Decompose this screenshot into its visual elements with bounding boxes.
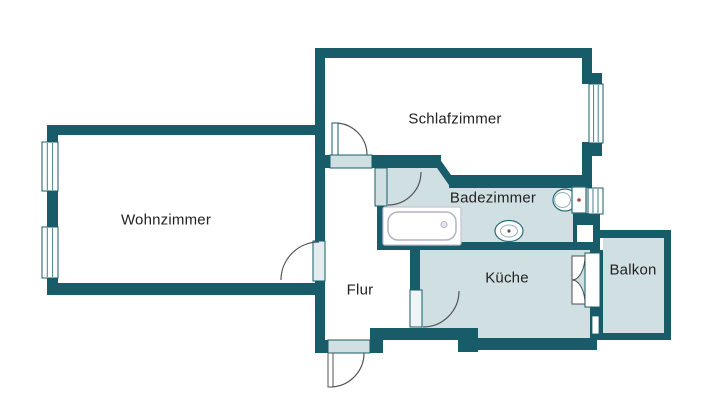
badezimmer-door-arc: [387, 171, 422, 206]
room-label-flur: Flur: [346, 281, 374, 299]
windows: [41, 83, 604, 335]
room-label-schlafzimmer: Schlafzimmer: [408, 110, 502, 128]
wall-window-cap-b: [582, 142, 602, 156]
wall-right-mid: [582, 156, 592, 188]
wall-bad-top-right: [449, 175, 592, 188]
wall-schlafzimmer-top: [315, 48, 592, 58]
wall-wohnzimmer-left-b: [47, 190, 58, 228]
balkon-door-leaf-bottom: [571, 279, 586, 305]
wall-bad-left: [377, 206, 387, 250]
wall-diagonal: [437, 155, 451, 188]
window-wohnzimmer-1: [41, 141, 59, 192]
threshold-schlafzimmer-door: [329, 154, 373, 169]
window-schlafzimmer: [588, 83, 604, 144]
room-label-balkon: Balkon: [609, 261, 657, 279]
threshold-badezimmer-door: [374, 167, 388, 207]
wall-wohnzimmer-left-a: [47, 125, 58, 143]
shaft-opening: [577, 225, 593, 242]
kueche-floor: [420, 250, 590, 338]
room-label-kueche: Küche: [485, 269, 529, 287]
washbasin: [494, 219, 524, 243]
bathtub: [382, 206, 462, 246]
wall-bottom-a: [370, 328, 466, 340]
entrance-door-leaf: [327, 352, 334, 388]
schlafzimmer-door-arc: [334, 122, 368, 156]
wall-spine-lower: [315, 281, 325, 353]
door-thresholds: [312, 154, 601, 354]
wall-wohnzimmer-bottom: [47, 283, 325, 295]
kueche-door-arc: [422, 290, 460, 328]
wall-szdoor-left: [325, 155, 332, 168]
wall-bad-bottom: [377, 242, 600, 250]
fixtures: [382, 186, 587, 246]
toilet: [552, 186, 587, 214]
schlafzimmer-door-leaf: [331, 122, 339, 156]
wall-balkon-top: [597, 230, 671, 238]
wall-spine-upper: [315, 48, 325, 242]
threshold-kueche-door: [409, 289, 423, 328]
wall-kueche-left: [410, 250, 420, 290]
wall-right-upper: [582, 48, 592, 77]
threshold-entrance-door: [327, 339, 371, 354]
wall-balkon-bottom: [597, 333, 671, 340]
room-label-badezimmer: Badezimmer: [449, 189, 537, 207]
window-wohnzimmer-2: [41, 226, 59, 279]
kueche-wall-slot: [591, 315, 600, 335]
room-label-wohnzimmer: Wohnzimmer: [120, 211, 212, 229]
threshold-balkon-door: [584, 252, 601, 308]
wall-bottom-b: [458, 338, 597, 350]
wall-bottom-chunk: [370, 328, 383, 353]
door-swings: [280, 122, 586, 388]
balkon-floor: [603, 238, 664, 333]
window-badezimmer: [587, 187, 604, 215]
wall-balkon-right: [664, 230, 671, 340]
wall-bottom-step: [458, 328, 478, 352]
wall-szdoor-right: [370, 155, 441, 168]
entrance-door-arc: [329, 352, 365, 388]
wall-wohnzimmer-top: [47, 125, 315, 135]
leaf-wohnzimmer-door: [312, 240, 326, 282]
wall-window-cap-a: [582, 73, 602, 84]
wall-entrance-left: [315, 340, 330, 353]
wohnzimmer-door-arc: [280, 241, 320, 281]
